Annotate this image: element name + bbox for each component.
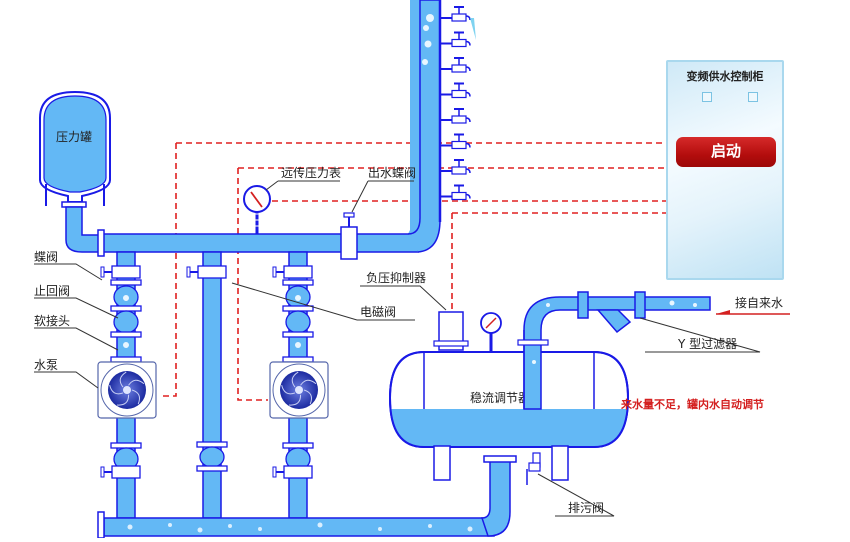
pressure-tank-label: 压力罐 [56,130,92,144]
control-cabinet: 变频供水控制柜 启动 [666,60,784,280]
butterfly-valve [111,465,141,479]
flange [110,331,142,338]
butterfly-valve-label: 蝶阀 [34,249,58,264]
butterfly-valve [197,265,227,279]
faucet [441,184,471,201]
faucet [441,159,471,175]
bubble [123,295,129,301]
flexible-joint-label: 软接头 [34,313,70,328]
flange [110,279,142,286]
check-valve-label: 止回阀 [34,284,70,298]
flange [196,441,228,448]
faucet [441,57,471,73]
leader-lines [34,180,761,517]
bottom-header-pipe [97,455,517,539]
y-strainer-label: Y 型过滤器 [677,337,737,351]
signal-line-suppressor [451,212,666,310]
outlet-butterfly-valve [340,212,358,260]
bubble [295,295,301,301]
drain-valve-label: 排污阀 [568,501,604,515]
flange [282,442,314,449]
negative-pressure-suppressor [433,311,469,351]
flange [110,356,142,363]
bubble [123,342,129,348]
indicator-light-1 [702,92,712,102]
flow-stabilizer-label: 稳流调节器 [470,390,530,405]
bubble [295,342,301,348]
tank-pressure-gauge [480,312,502,352]
flow-stabilizer-tank: 稳流调节器 [388,351,630,485]
pressure-tank: 压力罐 [39,90,111,208]
outlet-butterfly-valve-label: 出水蝶阀 [368,165,416,180]
remote-pressure-gauge [243,185,271,234]
start-button[interactable]: 启动 [676,137,776,167]
component-labels: 蝶阀 止回阀 软接头 水泵 远传压力表 出水蝶阀 电磁阀 负压抑制器 Y 型过滤… [34,165,764,515]
note-label: 来水量不足，罐内水自动调节 [620,397,764,411]
flange [110,305,142,312]
bubble [426,14,434,22]
top-header-pipe [65,0,442,257]
flexible-joint [285,310,311,334]
control-cabinet-title: 变频供水控制柜 [686,70,764,83]
flexible-joint [199,446,225,468]
bubble [423,25,429,31]
water-stream [470,18,476,40]
flexible-joint [113,310,139,334]
butterfly-valve [283,465,313,479]
faucet [441,31,471,48]
remote-pressure-gauge-label: 远传压力表 [281,165,341,180]
water-pump-label: 水泵 [34,358,58,372]
flange [282,356,314,363]
bubble [424,40,432,48]
inlet-pipe: 接自来水 [517,291,790,410]
riser-faucets [422,6,476,201]
flange [196,465,228,472]
negative-pressure-suppressor-label: 负压抑制器 [366,270,426,285]
flange [282,305,314,312]
bubble [422,59,428,65]
bypass-branch-pipe [202,251,222,519]
flange [282,279,314,286]
inlet-label: 接自来水 [735,295,783,310]
pump-branches [97,251,329,519]
faucet [441,133,471,150]
indicator-light-2 [748,92,758,102]
flange [282,331,314,338]
butterfly-valve [111,265,141,279]
butterfly-valve [283,265,313,279]
faucet [441,6,471,22]
faucet [441,108,471,124]
faucet [441,82,471,99]
solenoid-valve-label: 电磁阀 [360,304,396,319]
flange [110,442,142,449]
